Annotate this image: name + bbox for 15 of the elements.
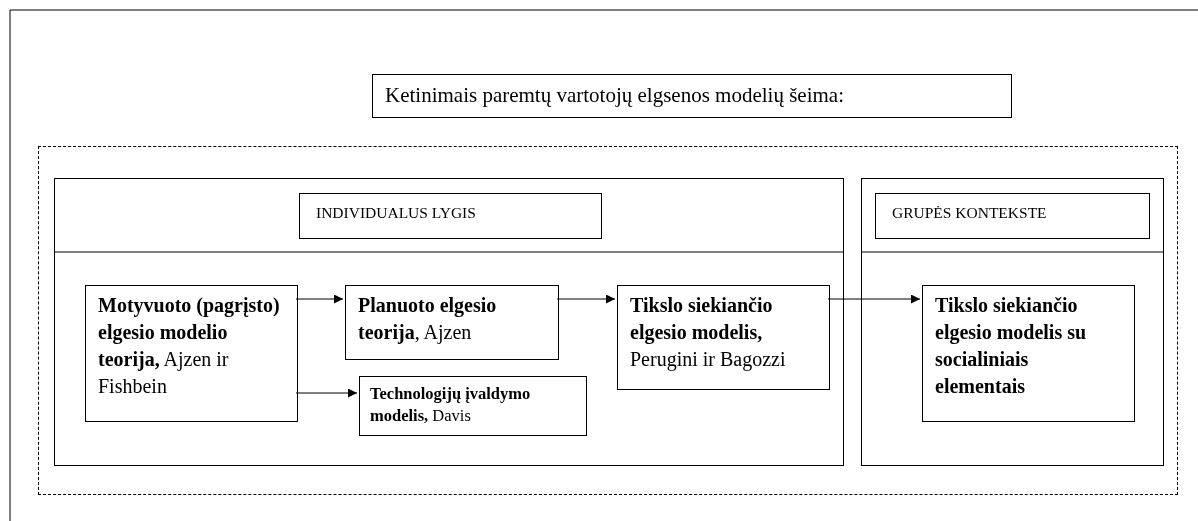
arrow xyxy=(295,294,344,304)
level-heading-box: INDIVIDUALUS LYGIS xyxy=(299,193,602,239)
arrow xyxy=(556,294,616,304)
arrow xyxy=(295,388,358,398)
dashed-group-frame xyxy=(38,146,1178,495)
model-box: Tikslo siekiančio elgesio modelis su socialiniais elementais xyxy=(922,285,1135,422)
title-box: Ketinimais paremtų vartotojų elgsenos modelių šeima: xyxy=(372,74,1012,118)
arrow xyxy=(827,294,921,304)
level-panel xyxy=(54,178,844,466)
level-heading-box: GRUPĖS KONTEKSTE xyxy=(875,193,1150,239)
model-box: Planuoto elgesio teorija, Ajzen xyxy=(345,285,559,360)
model-box: Technologijų įvaldymo modelis, Davis xyxy=(359,376,587,436)
model-box: Motyvuoto (pagrįsto) elgesio modelio teorija, Ajzen ir Fishbein xyxy=(85,285,298,422)
model-box: Tikslo siekiančio elgesio modelis, Perugini ir Bagozzi xyxy=(617,285,830,390)
level-panel xyxy=(861,178,1164,466)
